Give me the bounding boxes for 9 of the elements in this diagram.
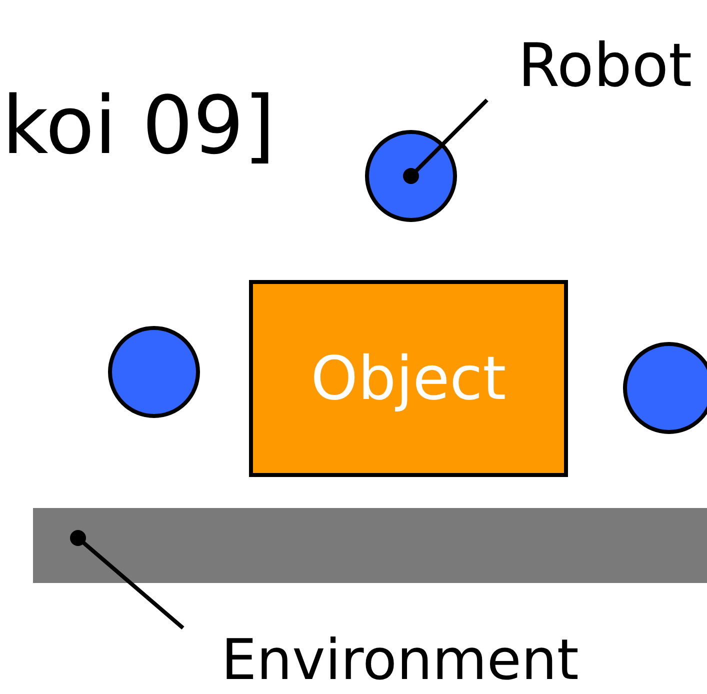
- environment-label: Environment: [180, 626, 620, 694]
- citation-text: koi 09]: [2, 82, 276, 170]
- robot-circle: [108, 326, 200, 418]
- environment-bar: [33, 508, 707, 583]
- object-box: Object: [249, 280, 568, 477]
- leader-line: [70, 530, 184, 630]
- robot-circle: [365, 130, 457, 222]
- robot-label: Robot: [503, 28, 707, 104]
- leader-line: [403, 98, 488, 184]
